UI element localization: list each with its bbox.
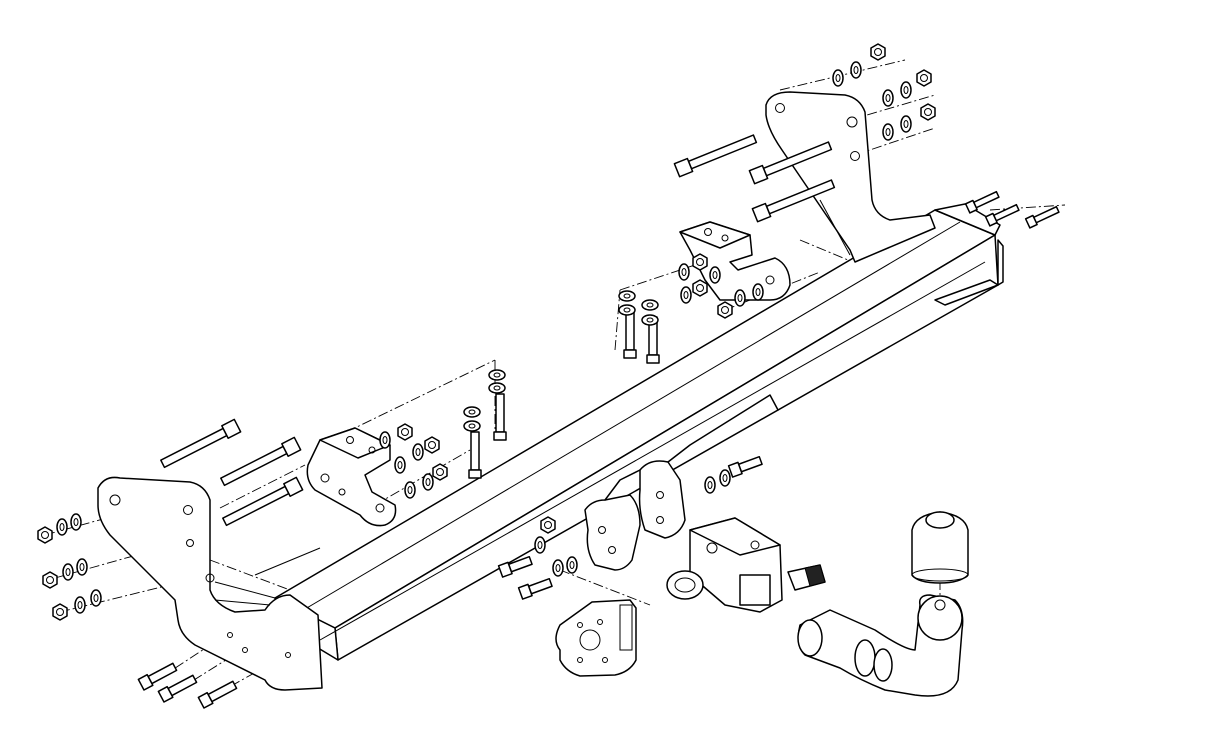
vertical-bolts: [468, 311, 660, 479]
tow-ball-cover: [911, 511, 969, 584]
right-center-bracket: [679, 221, 791, 301]
hitch-mount-plates: [584, 394, 779, 571]
crossbar: [214, 203, 1004, 661]
socket-mounting-plate: [555, 599, 637, 677]
left-center-bracket: [306, 427, 397, 527]
left-side-bracket: [97, 476, 323, 691]
right-side-bracket: [765, 91, 936, 263]
electrical-socket: [666, 517, 826, 613]
short-bolts: [137, 190, 1060, 709]
long-bolts: [160, 134, 836, 527]
tow-ball-neck: [797, 580, 964, 697]
